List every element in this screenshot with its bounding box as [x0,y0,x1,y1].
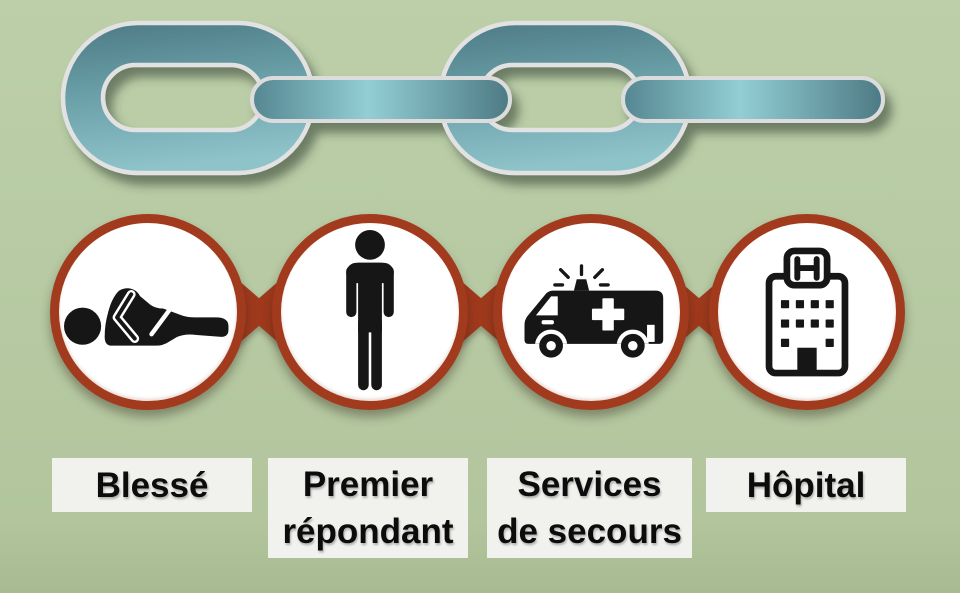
step-circle-hopital [709,214,905,410]
injured-person-icon [64,287,229,346]
first-responder-icon [346,229,394,391]
label-text: Hôpital [746,465,866,505]
step-label-premier-repondant: Premier répondant [268,458,468,558]
step-circle-premier-repondant [272,214,468,410]
label-text: de secours [497,512,682,551]
label-text: Services [517,465,662,504]
ambulance-icon [524,264,664,358]
label-text: répondant [282,512,454,551]
chain-bar-1 [250,76,512,123]
chain-links-graphic [60,20,885,176]
step-label-services-secours: Services de secours [487,458,692,558]
step-label-hopital: Hôpital [706,458,906,512]
label-text: Premier [302,465,434,504]
chain-bar-2 [621,76,885,123]
step-circle-blesse [50,214,246,410]
step-label-blesse: Blessé [52,458,252,512]
step-circle-services-secours [493,214,689,410]
hospital-icon [765,247,849,377]
label-text: Blessé [95,465,209,505]
chain-ring-1 [60,20,316,176]
